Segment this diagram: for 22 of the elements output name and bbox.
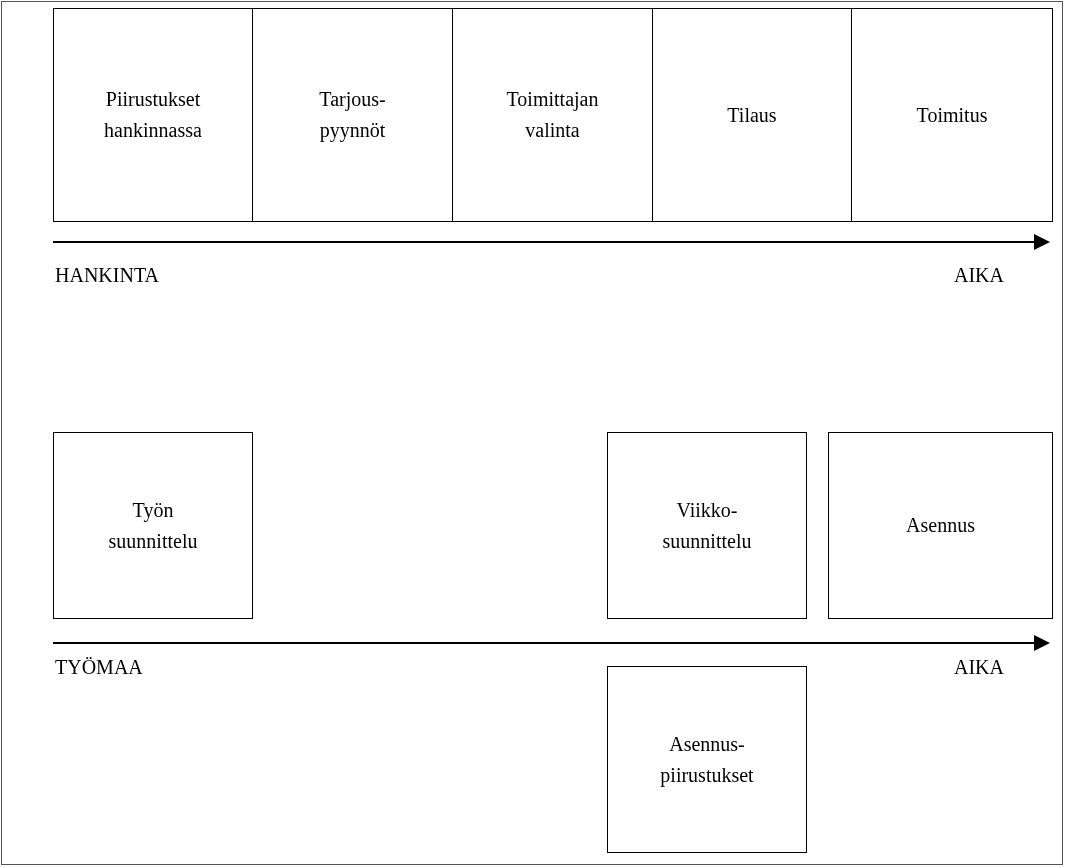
step-label: Toimittajan valinta <box>505 87 600 143</box>
step-label: Työn suunnittelu <box>107 497 199 554</box>
step-label: Tarjous- pyynnöt <box>318 87 387 144</box>
axis-title: HANKINTA <box>55 264 159 287</box>
process-box <box>452 8 653 222</box>
process-box <box>851 8 1053 222</box>
step-label: Viikko- suunnittelu <box>661 497 753 554</box>
axis-label: AIKA <box>954 656 1004 679</box>
process-box <box>607 432 807 619</box>
axis-label: AIKA <box>954 264 1004 287</box>
step-label: Piirustukset hankinnassa <box>103 87 203 143</box>
process-box <box>652 8 852 222</box>
step-label: Asennus <box>906 513 975 538</box>
step-label: Tilaus <box>727 102 777 128</box>
process-box <box>53 8 253 222</box>
process-box <box>607 666 807 853</box>
process-box <box>53 432 253 619</box>
axis-title: TYÖMAA <box>55 656 143 679</box>
step-label: Toimitus <box>916 102 988 128</box>
step-label: Asennus- piirustukset <box>659 731 755 789</box>
process-box <box>252 8 453 222</box>
process-box <box>828 432 1053 619</box>
